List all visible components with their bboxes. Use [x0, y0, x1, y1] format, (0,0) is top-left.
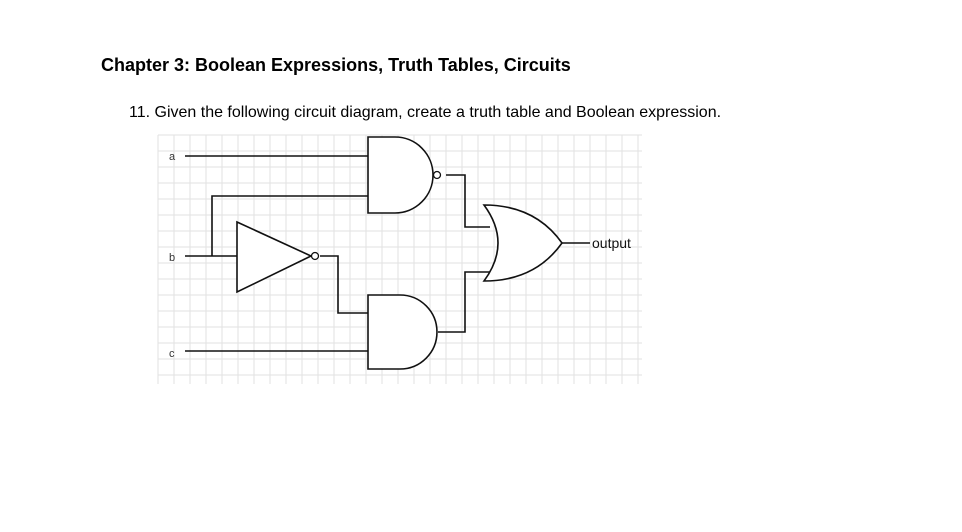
nand-bubble [432, 170, 442, 180]
wire-not-out [320, 255, 368, 314]
wire-and-out [438, 271, 490, 333]
input-label-a: a [169, 151, 176, 163]
question-text: 11. Given the following circuit diagram,… [129, 104, 722, 121]
not-gate [236, 220, 320, 294]
nand-gate [367, 136, 442, 214]
and-gate [367, 294, 438, 370]
input-label-b: b [169, 252, 175, 264]
input-label-c: c [169, 348, 175, 360]
wires [185, 155, 590, 352]
output-label: output [592, 235, 631, 251]
not-bubble [310, 251, 320, 261]
or-gate [482, 204, 563, 282]
chapter-heading: Chapter 3: Boolean Expressions, Truth Ta… [101, 55, 571, 75]
wire-b-branch [211, 195, 368, 256]
wire-nand-out [446, 174, 490, 228]
